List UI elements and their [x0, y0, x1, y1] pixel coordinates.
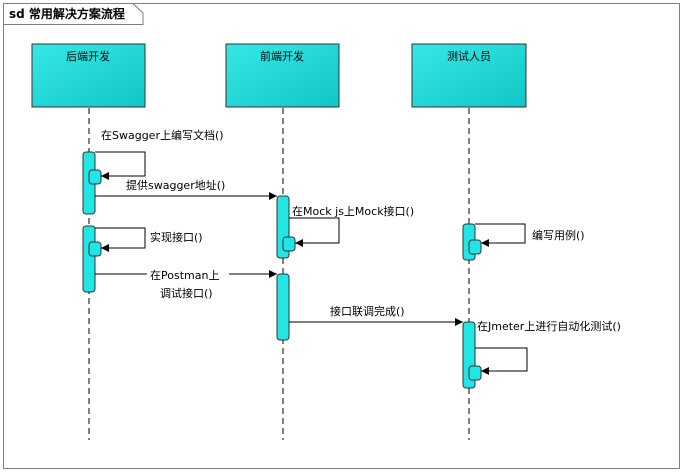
message-m8-label: 在Jmeter上进行自动化测试(): [477, 319, 621, 333]
activation-backend-1-nested: [88, 169, 102, 185]
actor-frontend[interactable]: 前端开发: [225, 43, 340, 108]
actor-backend[interactable]: 后端开发: [31, 43, 146, 108]
activation-tester-1-nested: [468, 239, 482, 255]
message-m3-arrow: [289, 217, 340, 247]
actor-tester[interactable]: 测试人员: [411, 43, 527, 108]
activation-backend-2-nested: [88, 241, 102, 257]
message-m6-label-bg: [147, 265, 229, 303]
message-m6-label-line1: 在Postman上: [150, 269, 219, 282]
message-m8-arrow: [475, 347, 528, 375]
activation-tester-2-nested: [468, 365, 482, 381]
message-m5-arrow: [475, 223, 526, 247]
activation-backend-2: [82, 225, 96, 293]
message-m4-arrow: [95, 227, 146, 252]
message-m5-label: 编写用例(): [532, 228, 585, 242]
frame-title-box: [3, 3, 144, 25]
message-m6-label-line2: 调试接口(): [160, 287, 213, 300]
activation-frontend-1-nested: [282, 236, 296, 252]
message-m4-label: 实现接口(): [150, 230, 203, 244]
message-m1-arrow: [95, 151, 146, 180]
actor-tester-label: 测试人员: [447, 50, 491, 63]
message-m2-label: 提供swagger地址(): [126, 178, 225, 192]
activation-frontend-2: [276, 273, 290, 341]
actor-frontend-label: 前端开发: [260, 49, 304, 63]
message-m1-label: 在Swagger上编写文档(): [101, 128, 224, 142]
message-m7-label: 接口联调完成(): [330, 304, 405, 318]
message-m3-label: 在Mock js上Mock接口(): [292, 205, 414, 218]
frame-title: sd 常用解决方案流程: [9, 6, 125, 21]
actor-backend-label: 后端开发: [66, 49, 110, 63]
